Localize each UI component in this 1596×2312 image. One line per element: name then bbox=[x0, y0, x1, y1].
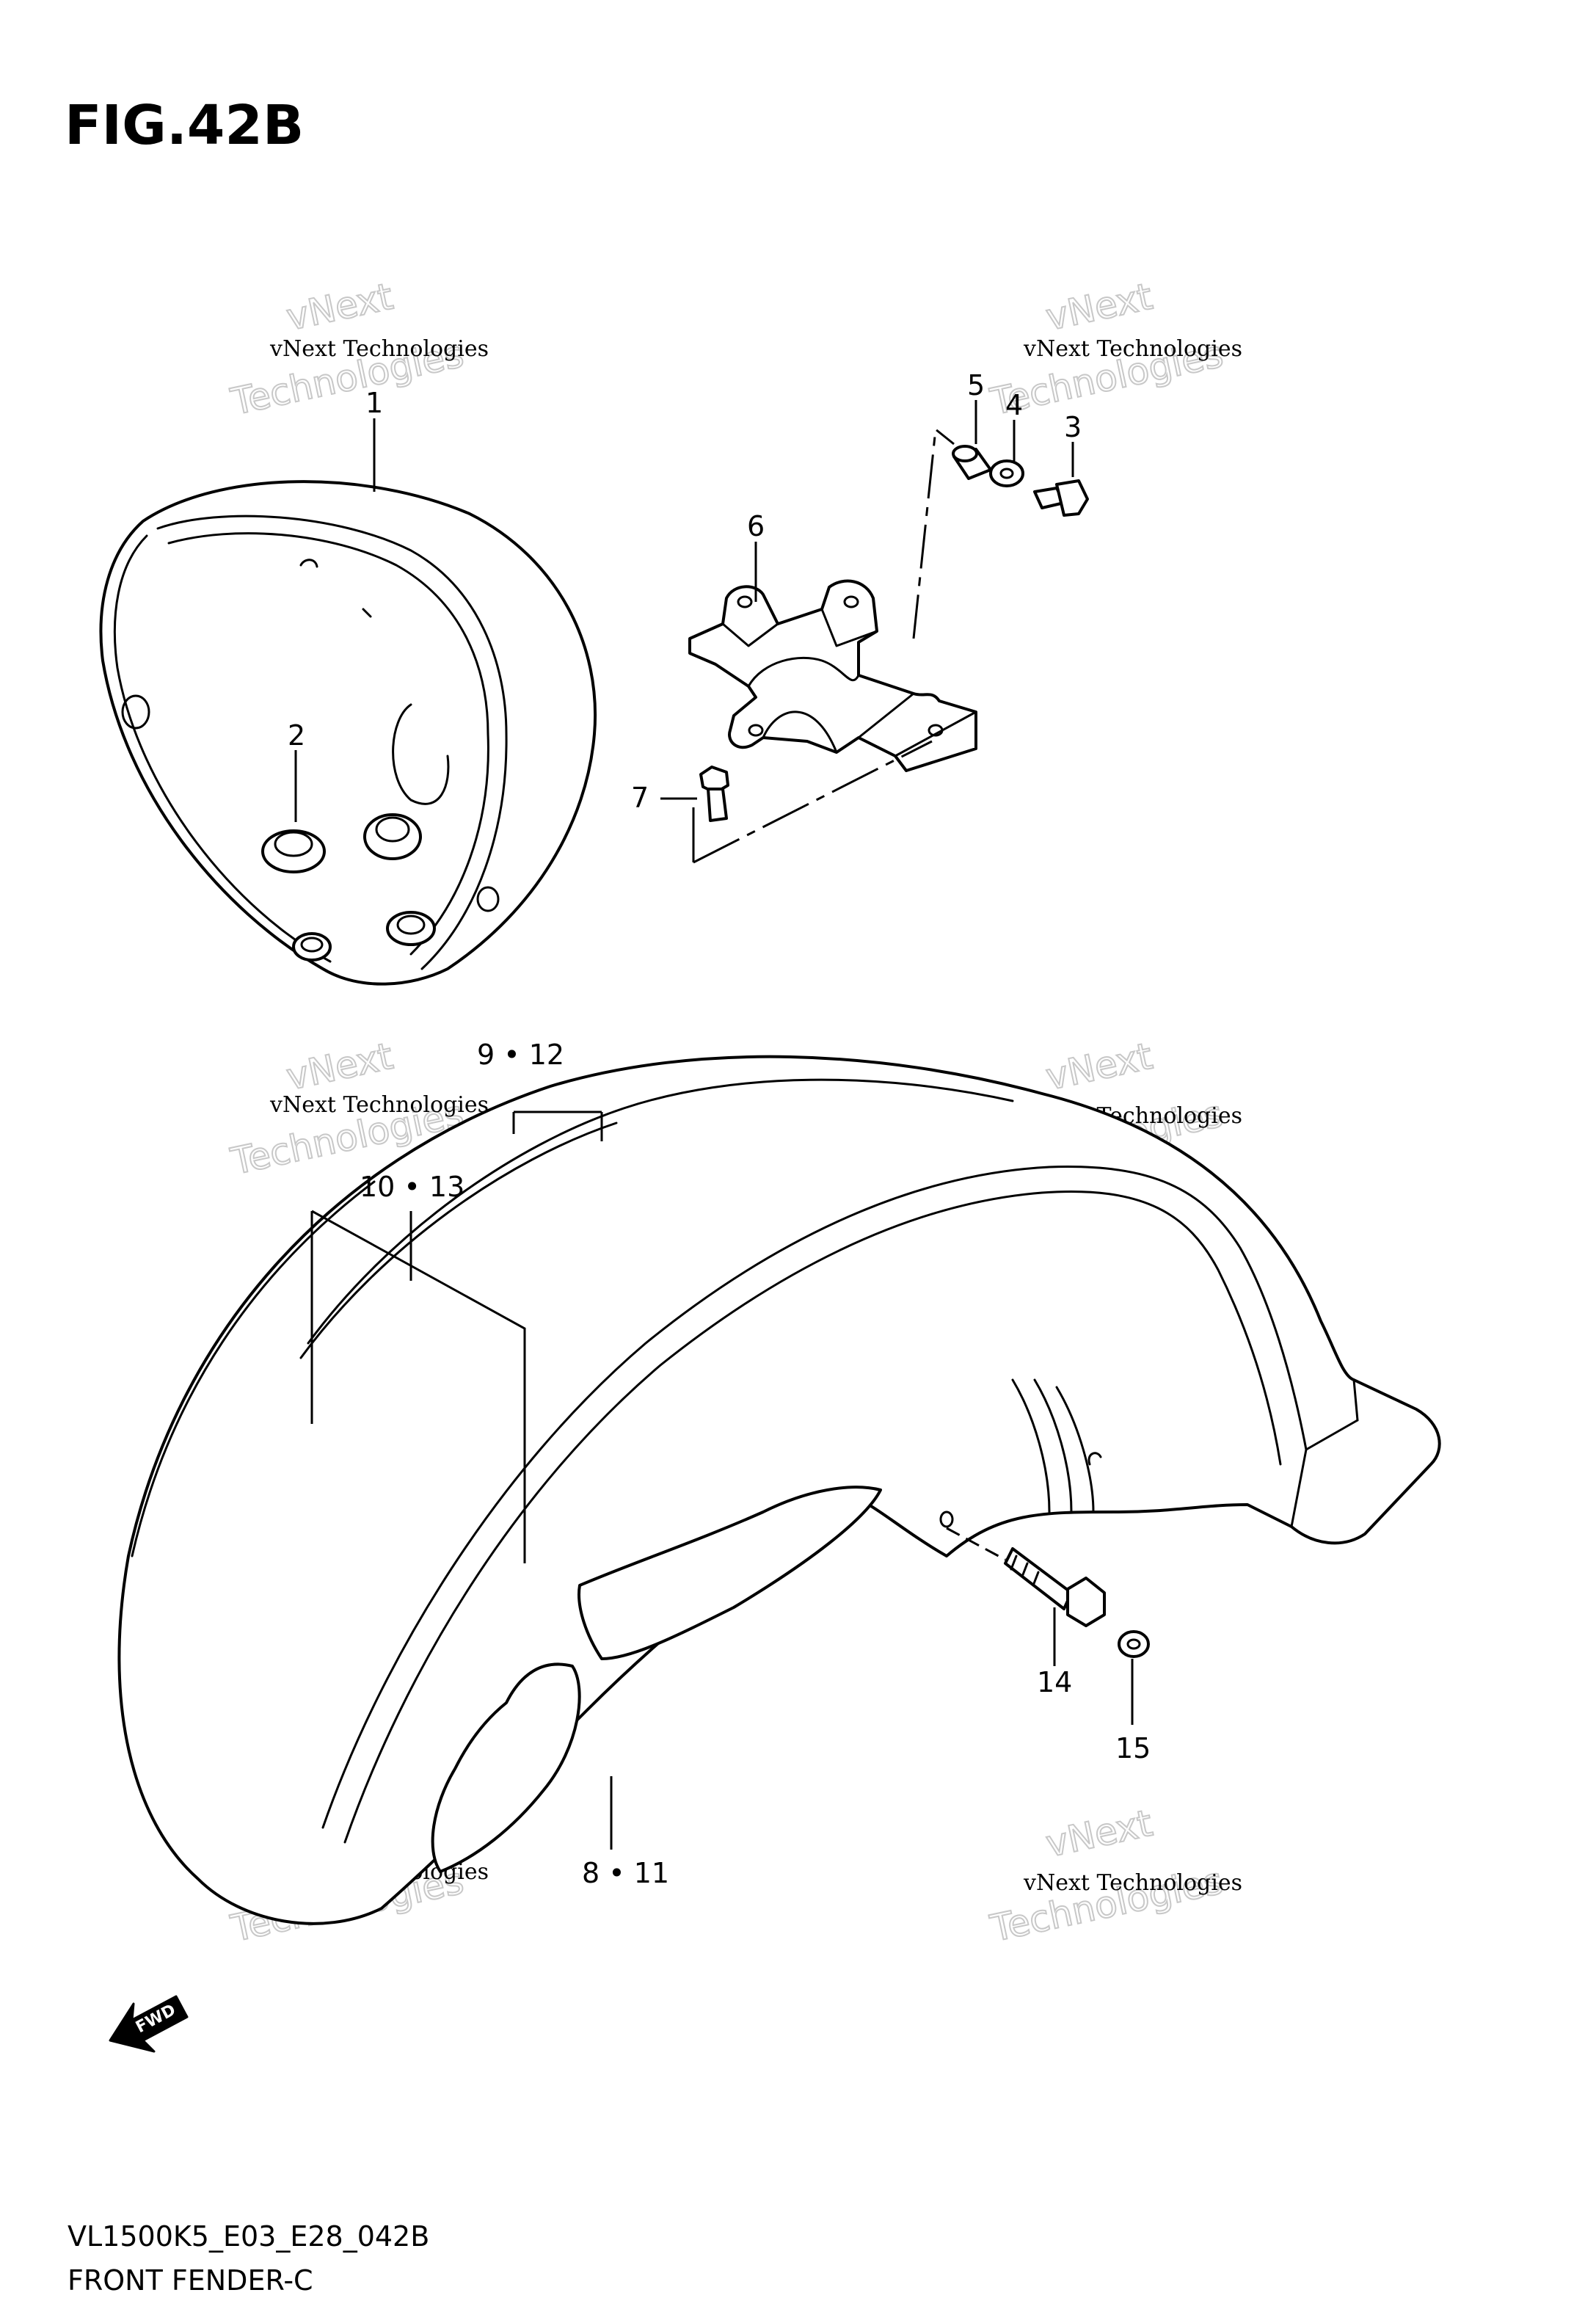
watermark-big-line1: vNext bbox=[1042, 1035, 1156, 1099]
fwd-direction-badge: FWD bbox=[109, 1995, 189, 2053]
bolt-part-3 bbox=[1033, 479, 1089, 517]
bolt-part-7 bbox=[699, 766, 729, 822]
front-fender-part bbox=[117, 1055, 1441, 1925]
callout-7: 7 bbox=[631, 782, 649, 814]
footer-model-code: VL1500K5_E03_E28_042B bbox=[68, 2220, 429, 2253]
callout-15: 15 bbox=[1115, 1732, 1151, 1764]
callout-5: 5 bbox=[967, 369, 985, 401]
callout-14: 14 bbox=[1037, 1666, 1072, 1698]
headlight-housing-part bbox=[99, 480, 597, 986]
callout-10-13: 10 • 13 bbox=[360, 1171, 464, 1203]
callout-8-11: 8 • 11 bbox=[582, 1857, 669, 1889]
callout-9-12: 9 • 12 bbox=[477, 1039, 564, 1071]
watermark-top-right: vNext Technologies vNext Technologies bbox=[985, 275, 1242, 424]
watermark-big-line1: vNext bbox=[1042, 1802, 1156, 1866]
headlight-bracket-part bbox=[688, 579, 977, 772]
washer-part-15 bbox=[1118, 1630, 1150, 1658]
watermark-small-text: vNext Technologies bbox=[269, 1092, 489, 1118]
callout-4: 4 bbox=[1005, 389, 1023, 421]
callout-3: 3 bbox=[1064, 411, 1082, 443]
washer-part bbox=[989, 459, 1024, 487]
figure-title: FIG.42B bbox=[65, 94, 304, 157]
leader-lines bbox=[294, 400, 1134, 1850]
watermark-top-left: vNext Technologies vNext Technologies bbox=[226, 275, 489, 424]
callout-6: 6 bbox=[747, 510, 765, 542]
watermark-small-text: vNext Technologies bbox=[1023, 336, 1242, 362]
footer-part-name: FRONT FENDER-C bbox=[68, 2264, 313, 2297]
spacer-collar-part bbox=[952, 445, 992, 480]
bolt-part-14 bbox=[1004, 1547, 1106, 1627]
watermark-small-text: vNext Technologies bbox=[1023, 1870, 1242, 1896]
watermark-big-line1: vNext bbox=[1042, 275, 1156, 339]
watermark-bottom-right: vNext Technologies vNext Technologies bbox=[985, 1801, 1242, 1951]
watermark-big-line1: vNext bbox=[283, 275, 396, 339]
callout-labels: 1 2 3 4 5 6 7 8 • 11 9 • 12 10 • 13 14 1… bbox=[288, 369, 1151, 1889]
callout-1: 1 bbox=[365, 387, 383, 419]
watermark-big-line1: vNext bbox=[283, 1035, 396, 1099]
callout-2: 2 bbox=[288, 719, 305, 752]
fwd-arrow-icon bbox=[109, 1995, 189, 2053]
watermark-small-text: vNext Technologies bbox=[269, 336, 489, 362]
